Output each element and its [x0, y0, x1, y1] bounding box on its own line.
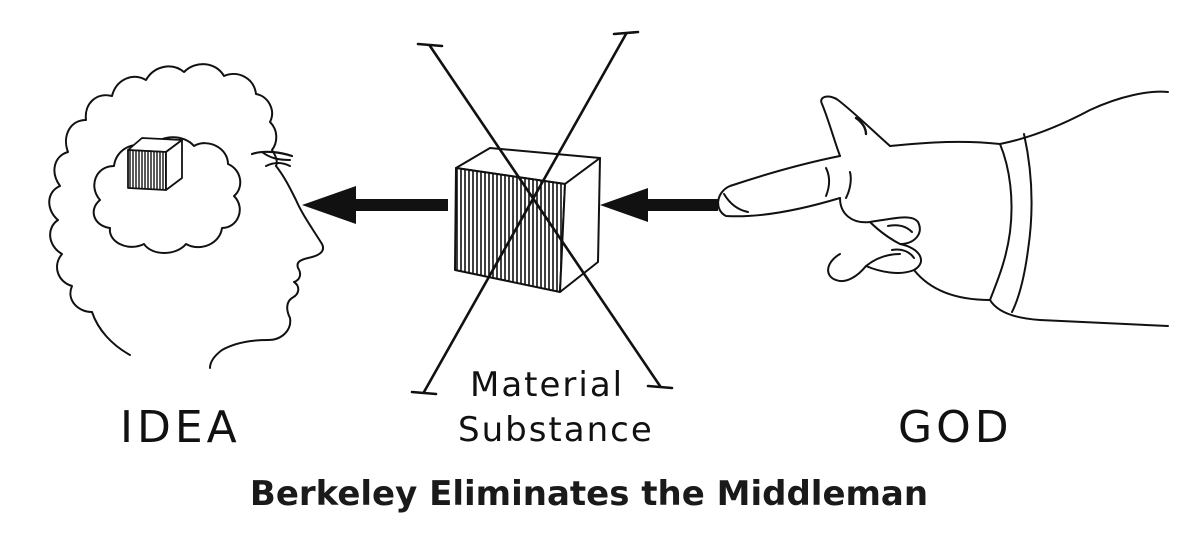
sleeve [989, 90, 1169, 327]
cross-out-x [410, 30, 674, 396]
caption: Berkeley Eliminates the Middleman [249, 474, 929, 514]
arrow-cube-to-head [302, 186, 448, 224]
eye [265, 162, 291, 167]
god-label: GOD [898, 402, 1013, 453]
index-finger [717, 155, 841, 218]
thumb [820, 95, 891, 157]
material-cube [454, 147, 601, 293]
idea-label: IDEA [120, 402, 241, 453]
material-label-line1: Material [470, 365, 625, 405]
head-profile [48, 63, 324, 369]
arrow-god-to-cube [600, 188, 718, 222]
god-hand [717, 90, 1169, 327]
curled-fingers [827, 197, 922, 282]
idea-cube [127, 137, 183, 191]
face-outline [209, 165, 324, 369]
eyebrow [250, 150, 294, 158]
hair-outline [48, 63, 278, 356]
material-label-line2: Substance [458, 410, 654, 450]
